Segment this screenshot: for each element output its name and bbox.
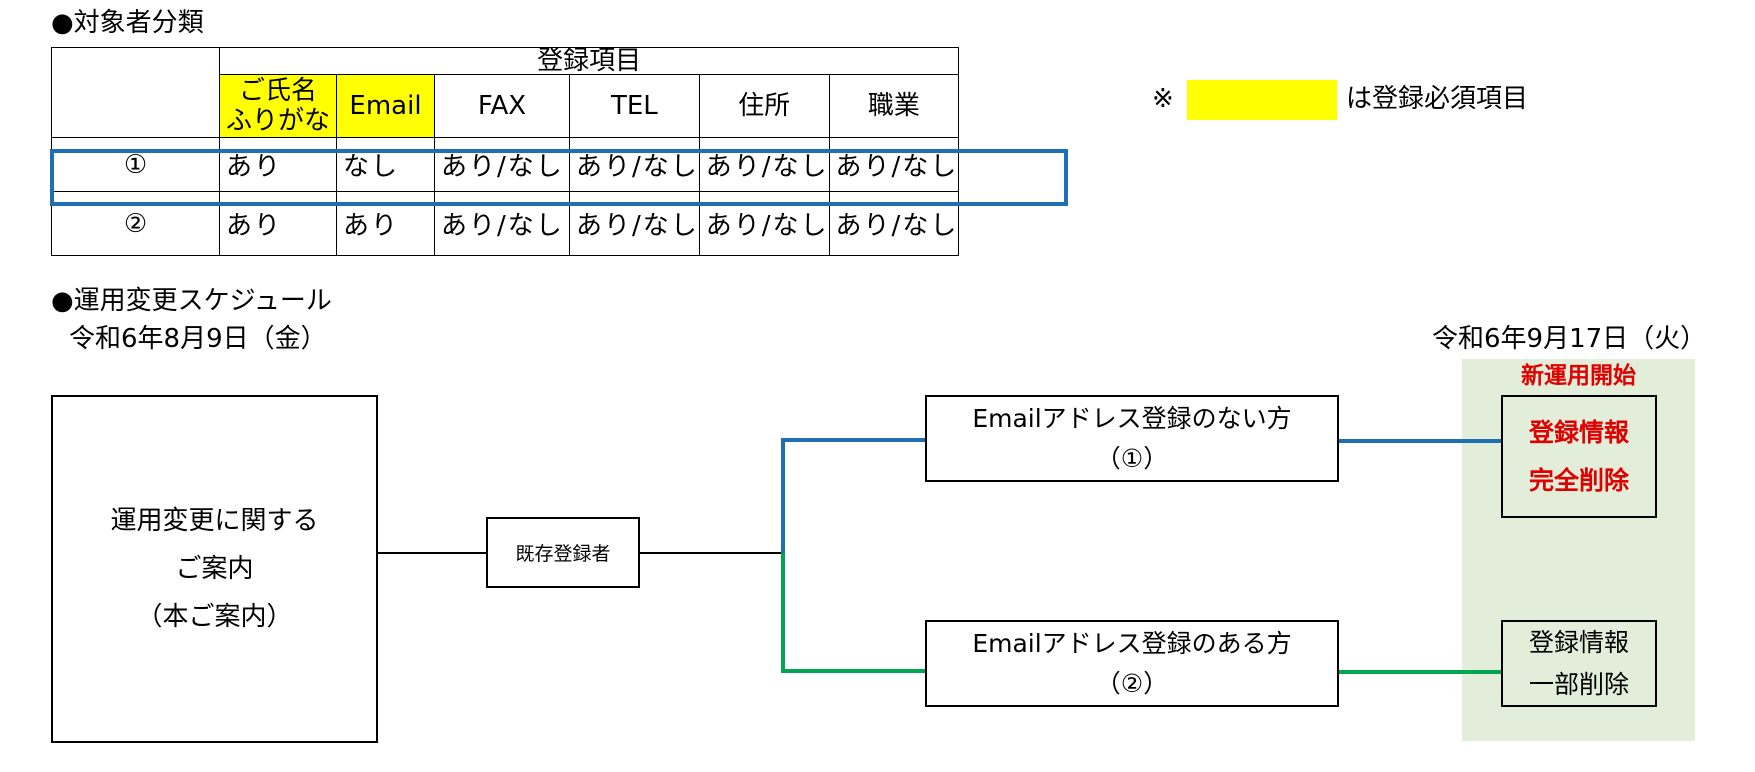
result1-line1: 登録情報	[1528, 417, 1629, 447]
table-cell: あり	[336, 191, 435, 256]
branch2-box: Emailアドレス登録のある方 （②）	[925, 620, 1339, 707]
table-row-1: ① あり なし あり/なし あり/なし あり/なし あり/なし	[51, 137, 960, 192]
branch2-line1: Emailアドレス登録のある方	[972, 628, 1292, 658]
notice-line2: ご案内	[175, 554, 254, 584]
table-cell: あり	[219, 191, 337, 256]
existing-registrants-box: 既存登録者	[486, 517, 640, 588]
group-header: 登録項目	[218, 47, 960, 75]
connector-result1	[1338, 439, 1503, 443]
branch2-line2: （②）	[1095, 668, 1169, 698]
column-header-occupation: 職業	[828, 74, 960, 138]
note-text: は登録必須項目	[1346, 84, 1529, 114]
new-operation-label: 新運用開始	[1521, 363, 1636, 389]
connector-branch1-horizontal	[781, 438, 926, 442]
table-cell: あり/なし	[828, 191, 960, 256]
table-row-2: ② あり あり あり/なし あり/なし あり/なし あり/なし	[51, 191, 960, 256]
corner-cell	[51, 47, 220, 138]
result2-box: 登録情報 一部削除	[1501, 620, 1657, 707]
required-legend-swatch	[1187, 80, 1337, 120]
notice-line3: （本ご案内）	[136, 602, 293, 632]
branch1-line1: Emailアドレス登録のない方	[972, 403, 1292, 433]
column-header-address: 住所	[698, 74, 830, 138]
result2-line1: 登録情報	[1528, 627, 1629, 657]
section2-heading: ●運用変更スケジュール	[51, 286, 332, 316]
table-cell: あり/なし	[434, 191, 570, 256]
start-date: 令和6年8月9日（金）	[69, 324, 327, 354]
column-header-name-line1: ご氏名	[238, 76, 317, 106]
connector-branch2-horizontal	[781, 669, 926, 673]
table-cell: あり/なし	[569, 191, 700, 256]
row-1-highlight	[50, 149, 1068, 206]
connector-existing-branch	[638, 552, 782, 554]
table-cell: なし	[336, 137, 435, 192]
column-header-tel: TEL	[569, 74, 700, 138]
row-id: ①	[51, 137, 220, 192]
result2-line2: 一部削除	[1528, 669, 1629, 699]
column-header-name-line2: ふりがな	[225, 106, 330, 136]
column-header-name: ご氏名 ふりがな	[219, 74, 337, 138]
row-id: ②	[51, 191, 220, 256]
connector-result2	[1338, 670, 1503, 674]
table-cell: あり/なし	[569, 137, 700, 192]
section1-heading: ●対象者分類	[51, 8, 204, 38]
note-mark: ※	[1152, 84, 1174, 114]
notice-line1: 運用変更に関する	[110, 506, 319, 536]
table-cell: あり/なし	[828, 137, 960, 192]
branch1-box: Emailアドレス登録のない方 （①）	[925, 395, 1339, 482]
branch1-line2: （①）	[1095, 443, 1169, 473]
connector-branch1-vertical	[781, 438, 785, 553]
connector-notice-existing	[377, 552, 487, 554]
result1-box: 登録情報 完全削除	[1501, 395, 1657, 518]
classification-table: 登録項目 ご氏名 ふりがな Email FAX TEL 住所 職業 ① あり な…	[51, 47, 960, 256]
existing-registrants-label: 既存登録者	[515, 543, 611, 565]
table-cell: あり	[219, 137, 337, 192]
end-date: 令和6年9月17日（火）	[1432, 324, 1707, 354]
table-cell: あり/なし	[434, 137, 570, 192]
notice-box: 運用変更に関する ご案内 （本ご案内）	[51, 395, 378, 743]
column-header-fax: FAX	[434, 74, 570, 138]
column-header-email: Email	[336, 74, 435, 138]
table-cell: あり/なし	[698, 137, 830, 192]
result1-line2: 完全削除	[1528, 465, 1629, 495]
connector-branch2-vertical	[781, 553, 785, 672]
table-cell: あり/なし	[698, 191, 830, 256]
